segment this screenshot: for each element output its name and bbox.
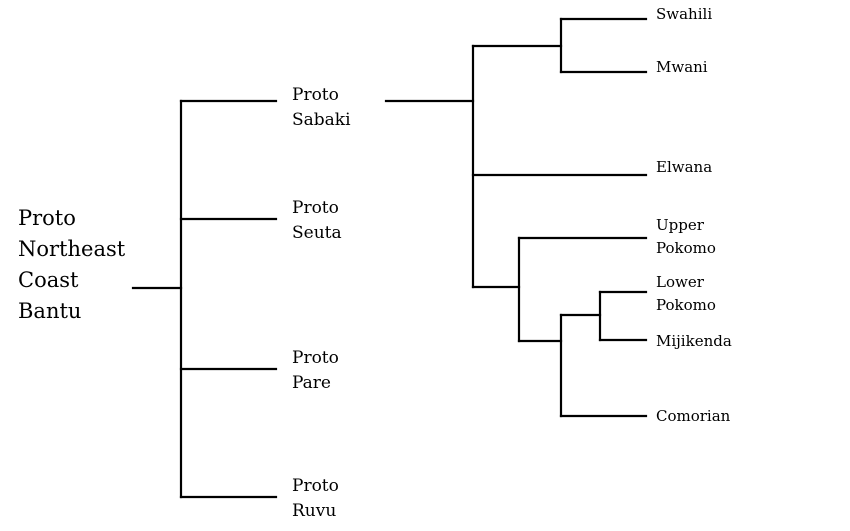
- lower-pokomo-line: Lower: [656, 273, 704, 291]
- proto-seuta-line: Seuta: [292, 223, 342, 243]
- mijikenda-line: Mijikenda: [656, 332, 732, 350]
- proto-ruvu-label: Proto Ruvu: [292, 474, 339, 524]
- proto-ruvu-line: Proto: [292, 476, 339, 496]
- proto-seuta-label: Proto Seuta: [292, 196, 342, 246]
- upper-pokomo-label: Upper Pokomo: [656, 214, 716, 260]
- lower-pokomo-line: Pokomo: [656, 296, 716, 314]
- root-label-line: Proto: [18, 206, 76, 230]
- lower-pokomo-label: Lower Pokomo: [656, 271, 716, 317]
- comorian-line: Comorian: [656, 407, 731, 425]
- comorian-label: Comorian: [656, 405, 730, 428]
- proto-sabaki-line: Proto: [292, 85, 339, 105]
- proto-pare-line: Pare: [292, 373, 331, 393]
- proto-sabaki-label: Proto Sabaki: [292, 83, 351, 133]
- mwani-label: Mwani: [656, 56, 708, 79]
- root-label-line: Coast: [18, 268, 79, 292]
- proto-ruvu-line: Ruvu: [292, 501, 337, 521]
- root-label-line: Bantu: [18, 299, 82, 323]
- proto-pare-line: Proto: [292, 348, 339, 368]
- root-label: Proto Northeast Coast Bantu: [18, 203, 125, 327]
- upper-pokomo-line: Pokomo: [656, 239, 716, 257]
- proto-sabaki-line: Sabaki: [292, 110, 351, 130]
- swahili-line: Swahili: [656, 5, 713, 23]
- mijikenda-label: Mijikenda: [656, 330, 732, 353]
- proto-pare-label: Proto Pare: [292, 346, 339, 396]
- proto-seuta-line: Proto: [292, 198, 339, 218]
- elwana-label: Elwana: [656, 156, 712, 179]
- swahili-label: Swahili: [656, 3, 712, 26]
- upper-pokomo-line: Upper: [656, 216, 704, 234]
- elwana-line: Elwana: [656, 158, 713, 176]
- mwani-line: Mwani: [656, 58, 708, 76]
- root-label-line: Northeast: [18, 237, 126, 261]
